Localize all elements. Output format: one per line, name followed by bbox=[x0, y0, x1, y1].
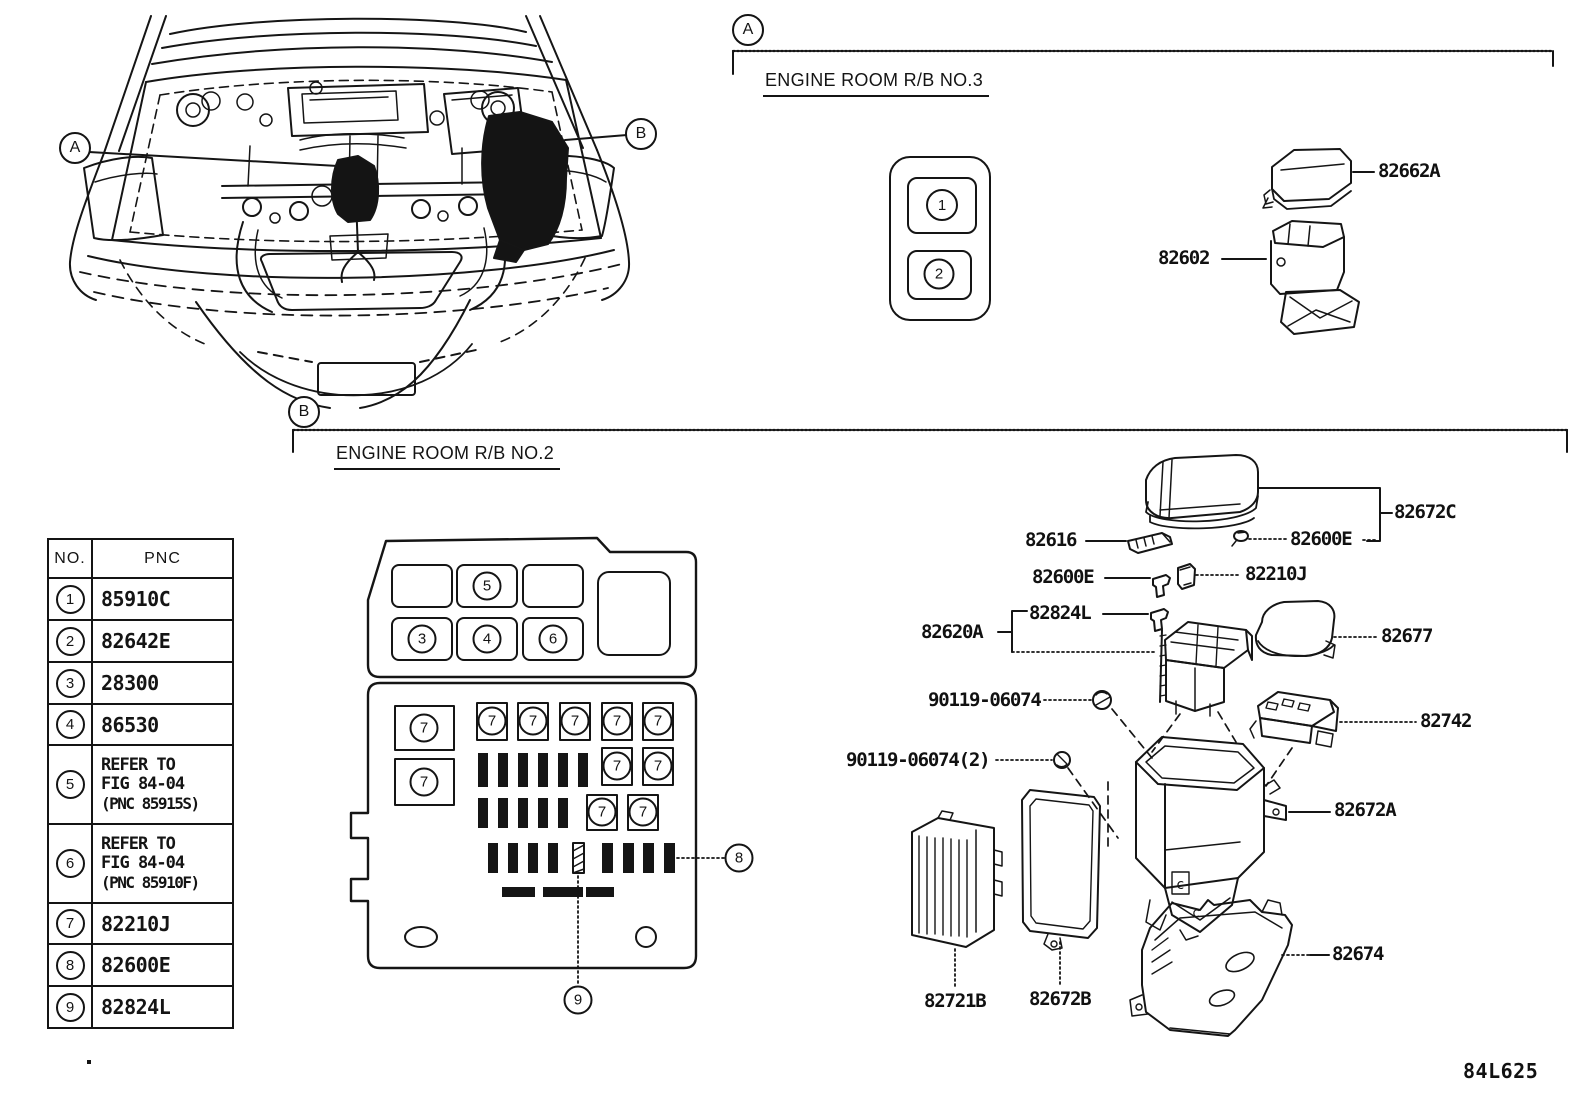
section-b-art bbox=[291, 428, 1569, 453]
fusebox-slot-5: 5 bbox=[472, 571, 502, 601]
row-pnc-line1: REFER TO bbox=[101, 755, 176, 775]
fusebox-relay-7: 7 bbox=[643, 706, 673, 736]
exploded-art bbox=[911, 454, 1417, 1037]
label-82742: 82742 bbox=[1420, 710, 1472, 732]
table-row: 1 85910C bbox=[49, 577, 232, 619]
label-82620a: 82620A bbox=[921, 621, 984, 643]
row-pnc: 82642E bbox=[101, 629, 171, 653]
drawing-code: 84L625 bbox=[1463, 1059, 1539, 1083]
holder-mark-c1: c bbox=[1176, 877, 1184, 893]
holder-mark-c2: c bbox=[1192, 906, 1200, 921]
table-row: 6 REFER TO FIG 84-04 (PNC 85910F) bbox=[49, 823, 232, 902]
row-pnc: 82210J bbox=[101, 911, 171, 936]
label-82824l: 82824L bbox=[1029, 602, 1092, 624]
section-a-title: ENGINE ROOM R/B NO.3 bbox=[763, 70, 990, 97]
callout-a-leader bbox=[88, 151, 339, 167]
table-row: 7 82210J bbox=[49, 902, 232, 943]
label-82600e-upper: 82600E bbox=[1290, 528, 1353, 550]
row-no: 6 bbox=[55, 849, 85, 878]
fusebox-relay-7: 7 bbox=[602, 751, 632, 781]
table-row: 4 86530 bbox=[49, 703, 232, 744]
car-drawing bbox=[68, 15, 631, 409]
car-callout-a: A bbox=[59, 132, 91, 164]
fusebox-relay-7: 7 bbox=[628, 797, 658, 827]
table-row: 5 REFER TO FIG 84-04 (PNC 85915S) bbox=[49, 744, 232, 823]
row-no: 4 bbox=[55, 710, 85, 739]
label-82210j: 82210J bbox=[1245, 563, 1308, 585]
row-no: 2 bbox=[55, 626, 85, 656]
fusebox-relay-7: 7 bbox=[477, 706, 507, 736]
fusebox-art bbox=[349, 536, 725, 986]
target-blob-b bbox=[481, 111, 569, 251]
row-no: 9 bbox=[55, 992, 85, 1022]
fusebox-relay-7: 7 bbox=[602, 706, 632, 736]
hatched-fuse bbox=[572, 842, 585, 874]
row-pnc-line1: REFER TO bbox=[101, 834, 176, 854]
table-row: 9 82824L bbox=[49, 985, 232, 1027]
label-90119-06074: 90119-06074 bbox=[928, 689, 1042, 711]
fuse-bars bbox=[478, 753, 675, 897]
row-no: 8 bbox=[55, 950, 85, 980]
row-no: 1 bbox=[55, 584, 85, 614]
row-no: 5 bbox=[55, 770, 85, 799]
row-pnc-line3: (PNC 85910F) bbox=[101, 873, 200, 892]
callout-b-leader bbox=[564, 134, 628, 141]
label-82672c: 82672C bbox=[1394, 501, 1457, 523]
row-pnc: 28300 bbox=[101, 671, 159, 695]
row-pnc-line2: FIG 84-04 bbox=[101, 774, 185, 794]
fusebox-relay-7: 7 bbox=[409, 767, 439, 797]
fusebox-callout-8: 8 bbox=[724, 843, 754, 873]
relay-panel bbox=[889, 156, 991, 321]
bracket-82672c bbox=[1257, 487, 1393, 542]
stray-mark bbox=[87, 1060, 91, 1064]
panel-slot-2: 2 bbox=[923, 258, 955, 290]
table-row: 2 82642E bbox=[49, 619, 232, 661]
table-header-pnc: PNC bbox=[144, 549, 181, 567]
fusebox-callout-9: 9 bbox=[563, 985, 593, 1015]
row-pnc-line3: (PNC 85915S) bbox=[101, 794, 200, 813]
pnc-table: NO. PNC 1 85910C 2 82642E 3 28300 4 8653… bbox=[47, 538, 234, 1029]
label-82677: 82677 bbox=[1381, 625, 1433, 647]
label-82721b: 82721B bbox=[924, 990, 987, 1012]
label-82672b: 82672B bbox=[1029, 988, 1092, 1010]
fusebox-slot-3: 3 bbox=[407, 624, 437, 654]
fusebox-slot-6: 6 bbox=[538, 624, 568, 654]
bracket-82620a bbox=[997, 610, 1028, 653]
row-pnc: 86530 bbox=[101, 712, 159, 737]
row-no: 3 bbox=[55, 668, 85, 698]
fusebox-relay-7: 7 bbox=[587, 797, 617, 827]
section-a-art bbox=[731, 49, 1555, 335]
label-82674: 82674 bbox=[1332, 943, 1384, 965]
label-82600e-lower: 82600E bbox=[1032, 566, 1095, 588]
fusebox-slot-4: 4 bbox=[472, 624, 502, 654]
row-pnc: 85910C bbox=[101, 587, 171, 611]
target-blob-a bbox=[331, 155, 380, 223]
label-90119-06074-2: 90119-06074(2) bbox=[846, 749, 991, 771]
car-callout-b: B bbox=[625, 118, 657, 150]
label-82616: 82616 bbox=[1025, 529, 1077, 551]
fusebox-relay-7: 7 bbox=[643, 751, 673, 781]
section-b-marker: B bbox=[288, 396, 320, 428]
row-pnc: 82824L bbox=[101, 995, 171, 1019]
fusebox-relay-7: 7 bbox=[409, 713, 439, 743]
panel-slot-1: 1 bbox=[926, 189, 958, 221]
label-82662a: 82662A bbox=[1378, 160, 1441, 182]
row-pnc-line2: FIG 84-04 bbox=[101, 853, 185, 873]
fusebox-relay-7: 7 bbox=[560, 706, 590, 736]
label-82602: 82602 bbox=[1158, 247, 1210, 269]
section-b-title: ENGINE ROOM R/B NO.2 bbox=[334, 443, 561, 470]
section-a-marker: A bbox=[732, 14, 764, 46]
table-header-no: NO. bbox=[49, 540, 93, 577]
table-row: 3 28300 bbox=[49, 661, 232, 703]
row-pnc: 82600E bbox=[101, 953, 171, 977]
label-82672a: 82672A bbox=[1334, 799, 1397, 821]
fusebox-relay-7: 7 bbox=[518, 706, 548, 736]
table-row: 8 82600E bbox=[49, 943, 232, 985]
row-no: 7 bbox=[55, 909, 85, 938]
